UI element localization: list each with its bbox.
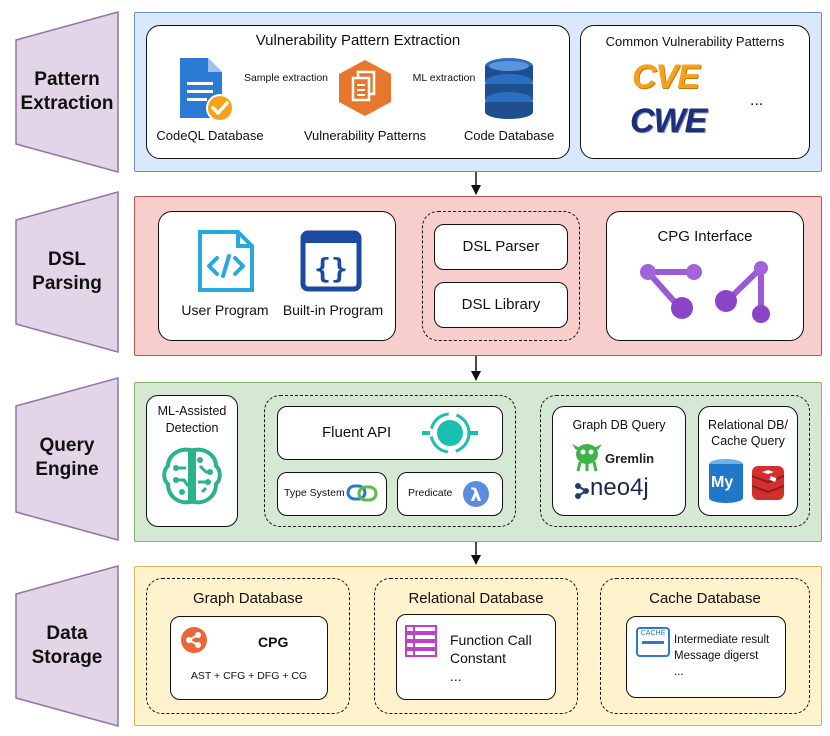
cpg-label: CPG xyxy=(258,634,289,650)
table-rows-icon xyxy=(405,625,437,657)
mysql-label: My xyxy=(711,474,734,491)
graph-db-query-box xyxy=(552,406,686,516)
relational-query-line1: Relational DB/ xyxy=(708,418,788,432)
cache-ellipsis: ... xyxy=(674,666,684,678)
side-label-dsl-line2: Parsing xyxy=(32,273,102,294)
side-label-pattern-line2: Extraction xyxy=(20,93,114,114)
fluent-api-label: Fluent API xyxy=(322,424,392,441)
api-group xyxy=(264,395,516,527)
db-query-group xyxy=(540,395,810,527)
dsl-library-box: DSL Library xyxy=(434,282,568,328)
user-program-icon xyxy=(198,230,254,292)
code-db-label: Code Database xyxy=(463,128,555,143)
side-label-query-line1: Query xyxy=(39,435,95,456)
gremlin-mascot-icon xyxy=(572,444,602,472)
type-system-label: Type System xyxy=(284,487,345,499)
cpg-graph-icon xyxy=(640,261,770,323)
relational-ellipsis: ... xyxy=(450,668,462,684)
ml-detection-line1: ML-Assisted xyxy=(157,404,227,418)
cache-db-group xyxy=(600,578,810,714)
relational-query-line2: Cache Query xyxy=(711,434,785,448)
cwe-logo: CWE xyxy=(630,102,707,140)
intermediate-result-label: Intermediate result xyxy=(674,634,770,646)
mysql-icon xyxy=(709,459,743,503)
side-label-query-line2: Engine xyxy=(35,459,99,480)
cpg-parts-label: AST + CFG + DFG + CG xyxy=(190,670,308,682)
ml-detection-box xyxy=(146,395,238,527)
vpe-title: Vulnerability Pattern Extraction xyxy=(255,32,461,49)
dsl-parser-box: DSL Parser xyxy=(434,224,568,270)
message-digest-label: Message digerst xyxy=(674,650,759,662)
cve-logo: CVE xyxy=(632,58,700,96)
brain-circuit-icon xyxy=(162,447,222,505)
dsl-parser-label: DSL Parser xyxy=(462,238,540,255)
cpg-share-icon xyxy=(181,627,207,653)
neo4j-network-icon xyxy=(575,483,589,499)
cache-db-title: Cache Database xyxy=(649,590,761,607)
constant-label: Constant xyxy=(450,650,507,666)
function-call-label: Function Call xyxy=(450,632,532,648)
builtin-program-icon: {} xyxy=(300,230,362,292)
fluent-api-icon xyxy=(422,412,478,454)
cvp-title: Common Vulnerability Patterns xyxy=(605,34,785,49)
cpg-interface-box xyxy=(606,211,804,341)
sample-extraction-label: Sample extraction xyxy=(243,72,329,84)
lambda-icon: λ xyxy=(463,481,489,507)
codeql-db-label: CodeQL Database xyxy=(156,128,264,143)
svg-text:{}: {} xyxy=(314,252,348,285)
type-system-link-icon xyxy=(346,484,378,502)
cpg-interface-label: CPG Interface xyxy=(657,228,753,245)
dsl-library-label: DSL Library xyxy=(461,296,541,313)
svg-text:λ: λ xyxy=(470,485,481,506)
side-label-storage-line1: Data xyxy=(46,623,88,644)
cache-icon-line xyxy=(642,641,664,644)
cache-icon: CACHE xyxy=(636,627,670,657)
side-label-dsl-line1: DSL xyxy=(48,249,86,270)
neo4j-label: neo4j xyxy=(590,474,649,501)
dsl-core-group xyxy=(422,211,580,341)
common-vuln-patterns-box xyxy=(580,25,810,159)
side-label-storage: Data Storage xyxy=(16,622,118,670)
side-label-pattern-line1: Pattern xyxy=(34,69,100,90)
relational-db-title: Relational Database xyxy=(408,590,544,607)
cvp-ellipsis: ... xyxy=(750,92,764,109)
redis-icon xyxy=(751,466,785,500)
user-program-label: User Program xyxy=(181,302,269,318)
relational-db-group xyxy=(374,578,578,714)
builtin-program-label: Built-in Program xyxy=(282,302,384,318)
ml-extraction-label: ML extraction xyxy=(412,72,476,84)
codeql-document-icon xyxy=(180,58,234,122)
graph-db-query-label: Graph DB Query xyxy=(572,418,666,432)
side-label-pattern: Pattern Extraction xyxy=(16,68,118,116)
side-label-dsl: DSL Parsing xyxy=(16,248,118,296)
side-label-query: Query Engine xyxy=(16,434,118,482)
vuln-patterns-label: Vulnerability Patterns xyxy=(303,128,427,143)
graph-db-title: Graph Database xyxy=(192,590,304,607)
code-database-icon xyxy=(485,58,533,119)
ml-detection-line2: Detection xyxy=(165,421,219,435)
predicate-label: Predicate xyxy=(408,487,453,499)
gremlin-label: Gremlin xyxy=(605,451,655,466)
cache-icon-label: CACHE xyxy=(640,630,666,637)
graph-db-group xyxy=(146,578,350,714)
vulnerability-patterns-icon xyxy=(339,60,391,116)
type-system-box xyxy=(277,472,387,516)
fluent-api-box xyxy=(277,406,503,460)
programs-box xyxy=(158,211,396,341)
side-label-storage-line2: Storage xyxy=(31,647,103,668)
